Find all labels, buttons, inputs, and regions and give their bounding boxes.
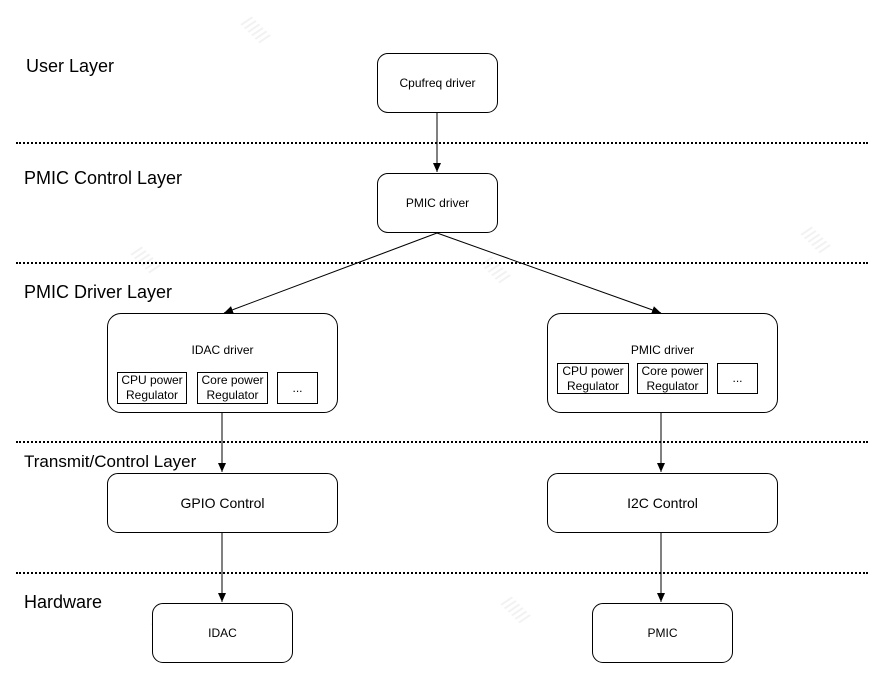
arrow-pmic-to-pmic-driver [436, 232, 662, 314]
watermark: ////// [497, 592, 534, 628]
core-power-regulator: Core power Regulator [197, 372, 268, 404]
core-power-regulator: Core power Regulator [637, 363, 708, 394]
layer-divider [16, 142, 868, 144]
pmic-driver-node: PMIC driver [377, 173, 498, 233]
cpu-power-label: CPU power [121, 373, 183, 387]
layer-divider [16, 572, 868, 574]
i2c-control-node: I2C Control [547, 473, 778, 533]
layer-label-hardware: Hardware [24, 592, 103, 612]
regulator-label: Regulator [646, 378, 699, 393]
pmic-hardware-node: PMIC [592, 603, 733, 663]
regulator-label: Regulator [566, 378, 620, 393]
layer-divider [16, 441, 868, 443]
arrow-pmic-to-idac-driver [223, 232, 438, 314]
pmic-driver-group-title: PMIC driver [630, 343, 695, 357]
core-power-label: Core power [641, 363, 704, 378]
gpio-control-node: GPIO Control [107, 473, 338, 533]
watermark: ////// [477, 252, 514, 288]
layer-label-transmit-control: Transmit/Control Layer [24, 452, 197, 471]
cpu-power-regulator: CPU power Regulator [557, 363, 629, 394]
layer-label-pmic-control: PMIC Control Layer [24, 168, 183, 188]
more-regulators-box: ... [277, 372, 318, 404]
cpu-power-label: CPU power [562, 363, 624, 378]
watermark: ////// [237, 12, 274, 48]
core-power-label: Core power [201, 373, 264, 387]
more-regulators-box: ... [717, 363, 758, 394]
watermark: ////// [797, 222, 834, 258]
cpufreq-driver-node: Cpufreq driver [377, 53, 498, 113]
idac-driver-title: IDAC driver [191, 343, 254, 357]
regulator-label: Regulator [125, 388, 179, 402]
regulator-label: Regulator [206, 388, 259, 402]
layer-divider [16, 262, 868, 264]
idac-driver-group: IDAC driver CPU power Regulator Core pow… [107, 313, 338, 413]
cpu-power-regulator: CPU power Regulator [117, 372, 187, 404]
pmic-driver-group: PMIC driver CPU power Regulator Core pow… [547, 313, 778, 413]
watermark: ////// [127, 242, 164, 278]
layer-label-user: User Layer [26, 56, 115, 76]
idac-hardware-node: IDAC [152, 603, 293, 663]
layer-label-pmic-driver: PMIC Driver Layer [24, 282, 173, 302]
